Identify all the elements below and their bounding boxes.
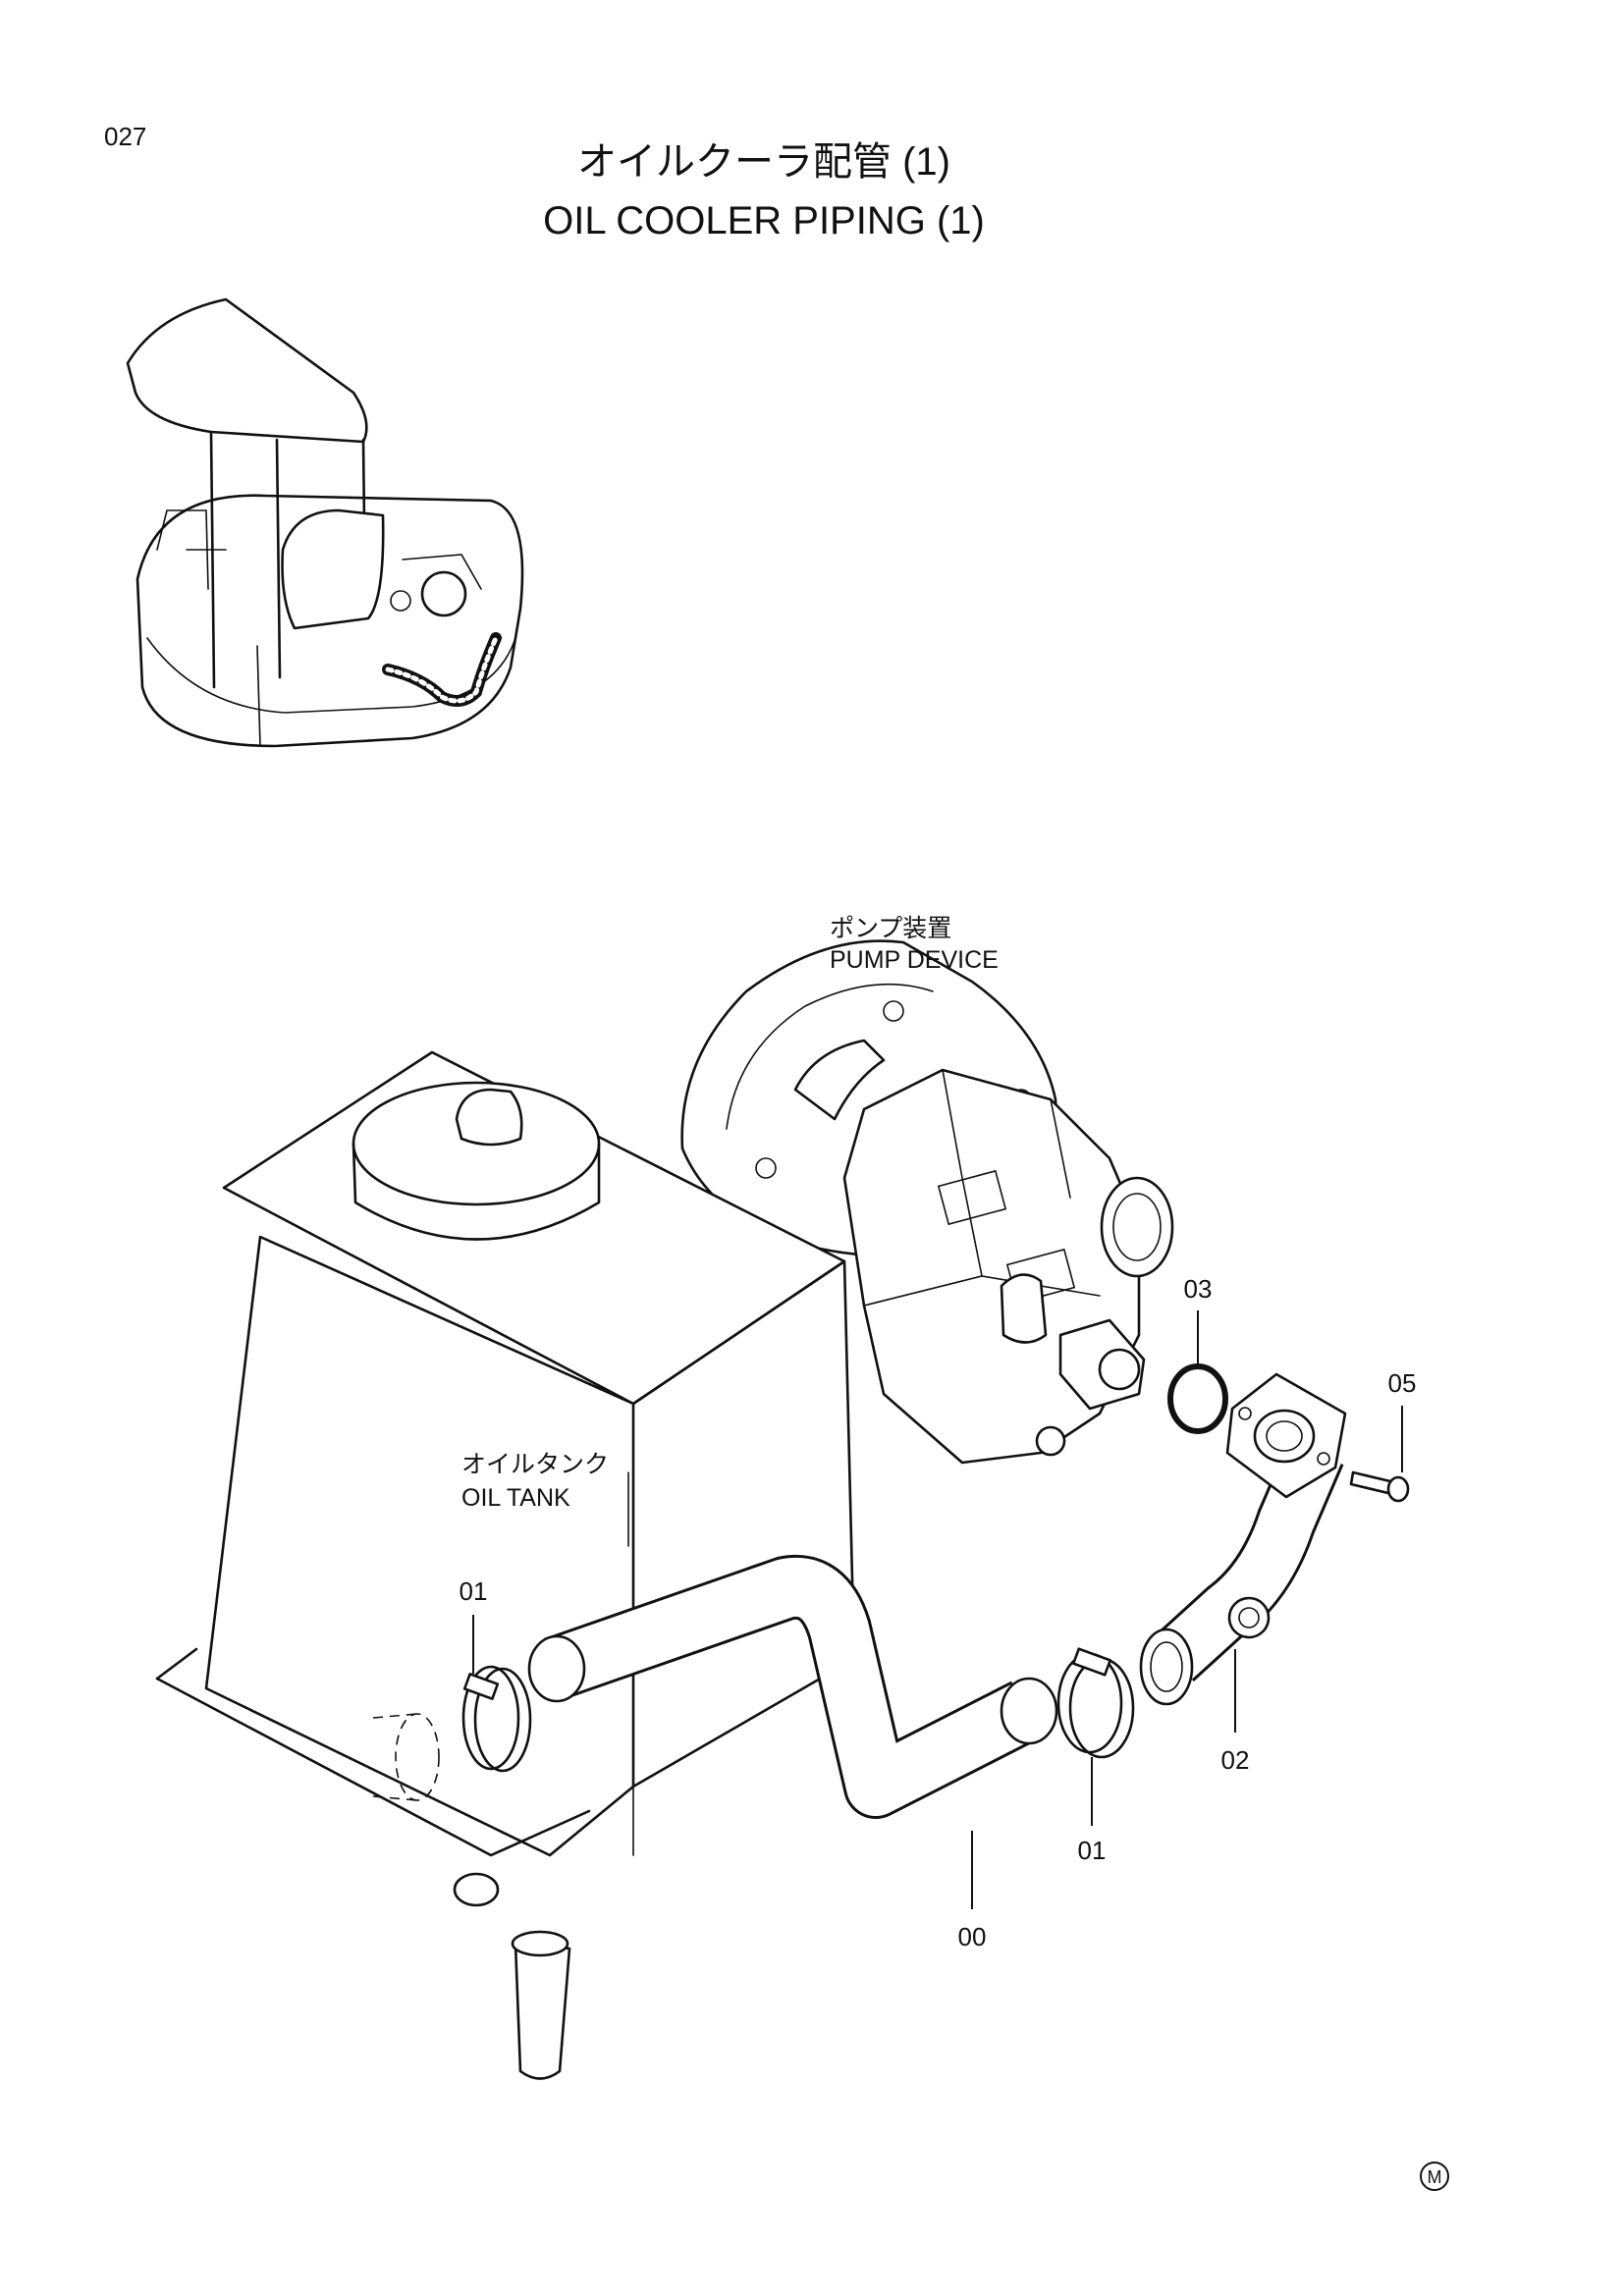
m-mark: M — [1420, 2162, 1449, 2191]
callout-03: 03 — [1184, 1274, 1213, 1364]
svg-text:02: 02 — [1221, 1745, 1250, 1775]
svg-text:M: M — [1428, 2167, 1442, 2187]
callout-02: 02 — [1221, 1649, 1250, 1775]
callout-05: 05 — [1388, 1368, 1417, 1472]
svg-text:03: 03 — [1184, 1274, 1213, 1304]
part-03-o-ring — [1167, 1363, 1228, 1434]
pump-device-label-english: PUMP DEVICE — [830, 946, 999, 974]
title-english: OIL COOLER PIPING (1) — [543, 199, 985, 242]
part-05-bolt — [1349, 1470, 1410, 1503]
oil-tank-label-japanese: オイルタンク — [461, 1451, 609, 1478]
callout-01-right: 01 — [1078, 1757, 1107, 1865]
pump-device-label-japanese: ポンプ装置 — [830, 915, 951, 942]
oil-tank-label-english: OIL TANK — [461, 1484, 570, 1512]
svg-text:00: 00 — [958, 1922, 987, 1951]
oil-tank-illustration — [155, 1050, 856, 2080]
part-02-pipe-elbow — [1139, 1372, 1347, 1706]
page-number: 027 — [104, 122, 146, 151]
part-01-hose-clamp-left — [461, 1665, 532, 1773]
pump-device-illustration — [680, 939, 1174, 1465]
part-01-hose-clamp-right — [1056, 1647, 1135, 1759]
callout-01-left: 01 — [460, 1576, 488, 1674]
svg-text:01: 01 — [1078, 1836, 1107, 1865]
svg-text:01: 01 — [460, 1576, 488, 1606]
part-00-hose — [527, 1554, 1058, 1819]
svg-text:05: 05 — [1388, 1368, 1417, 1398]
callout-00: 00 — [958, 1831, 987, 1951]
machine-overview-illustration — [126, 297, 524, 748]
title-japanese: オイルクーラ配管 (1) — [577, 140, 950, 184]
